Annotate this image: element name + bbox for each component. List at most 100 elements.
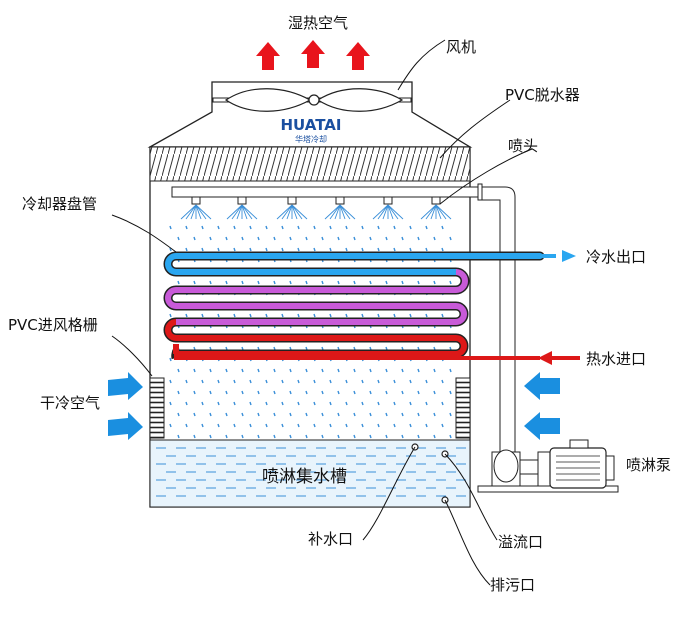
water-droplet (225, 280, 228, 285)
water-droplet (385, 390, 388, 395)
label-fan: 风机 (446, 38, 476, 56)
water-droplet (337, 368, 340, 373)
water-droplet (385, 236, 388, 241)
right-arrow-icon (562, 250, 576, 262)
water-droplet (449, 434, 452, 439)
water-droplet (425, 423, 428, 428)
water-droplet (225, 368, 228, 373)
water-droplet (345, 247, 348, 252)
water-droplet (329, 247, 332, 252)
left-arrow-icon (524, 412, 560, 440)
water-droplet (433, 236, 436, 241)
water-droplet (249, 225, 252, 230)
water-droplet (441, 401, 444, 406)
water-droplet (289, 368, 292, 373)
water-droplet (289, 236, 292, 241)
water-droplet (281, 423, 284, 428)
water-droplet (225, 412, 228, 417)
water-droplet (249, 247, 252, 252)
water-droplet (385, 280, 388, 285)
water-droplet (281, 379, 284, 384)
water-droplet (209, 434, 212, 439)
water-droplet (177, 434, 180, 439)
water-droplet (313, 423, 316, 428)
water-droplet (401, 236, 404, 241)
water-droplet (329, 313, 332, 318)
water-droplet (321, 368, 324, 373)
water-droplet (177, 368, 180, 373)
basin-water-lines (156, 447, 466, 497)
water-droplet (361, 401, 364, 406)
water-droplet (169, 379, 172, 384)
water-droplet (449, 368, 452, 373)
water-droplet (257, 368, 260, 373)
water-droplet (329, 379, 332, 384)
cold-water-out-arrow (470, 250, 576, 262)
water-droplet (273, 280, 276, 285)
water-droplet (193, 390, 196, 395)
pump-icon (477, 439, 619, 493)
water-droplet (177, 412, 180, 417)
water-droplet (209, 280, 212, 285)
water-droplet (353, 280, 356, 285)
nozzle-icon (372, 196, 404, 220)
left-arrow-icon (538, 351, 552, 365)
water-droplet (337, 390, 340, 395)
water-droplet (337, 236, 340, 241)
water-droplet (169, 247, 172, 252)
right-arrow-icon (108, 412, 143, 440)
water-droplet (241, 368, 244, 373)
water-droplet (257, 280, 260, 285)
pvc-grille-right (455, 377, 471, 439)
label-makeup: 补水口 (308, 530, 353, 548)
water-droplet (417, 412, 420, 417)
water-droplet (433, 368, 436, 373)
water-droplet (369, 434, 372, 439)
water-droplet (217, 225, 220, 230)
water-droplet (377, 225, 380, 230)
water-droplet (217, 401, 220, 406)
water-droplet (401, 368, 404, 373)
water-droplet (321, 412, 324, 417)
label-spray-pump: 喷淋泵 (626, 456, 671, 474)
leader-lines (111, 39, 533, 586)
water-droplet (185, 401, 188, 406)
water-droplet (401, 434, 404, 439)
water-droplet (297, 423, 300, 428)
water-droplet (425, 225, 428, 230)
water-droplet (369, 368, 372, 373)
water-droplet (361, 379, 364, 384)
water-droplet (417, 434, 420, 439)
water-droplet (249, 313, 252, 318)
label-cold-water-out: 冷水出口 (586, 248, 646, 266)
water-droplet (209, 412, 212, 417)
water-droplet (393, 379, 396, 384)
water-droplet (265, 225, 268, 230)
water-droplet (369, 236, 372, 241)
brand-logo: HUATAI 华塔冷却 (281, 116, 342, 144)
water-droplet (209, 236, 212, 241)
water-droplet (217, 379, 220, 384)
water-droplet (233, 313, 236, 318)
water-droplet (233, 423, 236, 428)
water-droplet (441, 247, 444, 252)
water-droplet (353, 368, 356, 373)
water-droplet (289, 390, 292, 395)
water-droplet (449, 412, 452, 417)
water-droplet (297, 225, 300, 230)
water-droplet (377, 379, 380, 384)
water-droplet (393, 401, 396, 406)
water-droplet (217, 247, 220, 252)
water-droplet (393, 225, 396, 230)
water-droplet (225, 390, 228, 395)
water-droplet (313, 379, 316, 384)
water-droplet (433, 280, 436, 285)
left-arrow-icon (524, 372, 560, 400)
water-droplet (441, 225, 444, 230)
water-droplet (225, 434, 228, 439)
water-droplet (281, 225, 284, 230)
water-droplet (425, 247, 428, 252)
svg-text:华塔冷却: 华塔冷却 (295, 134, 327, 144)
water-droplet (281, 401, 284, 406)
